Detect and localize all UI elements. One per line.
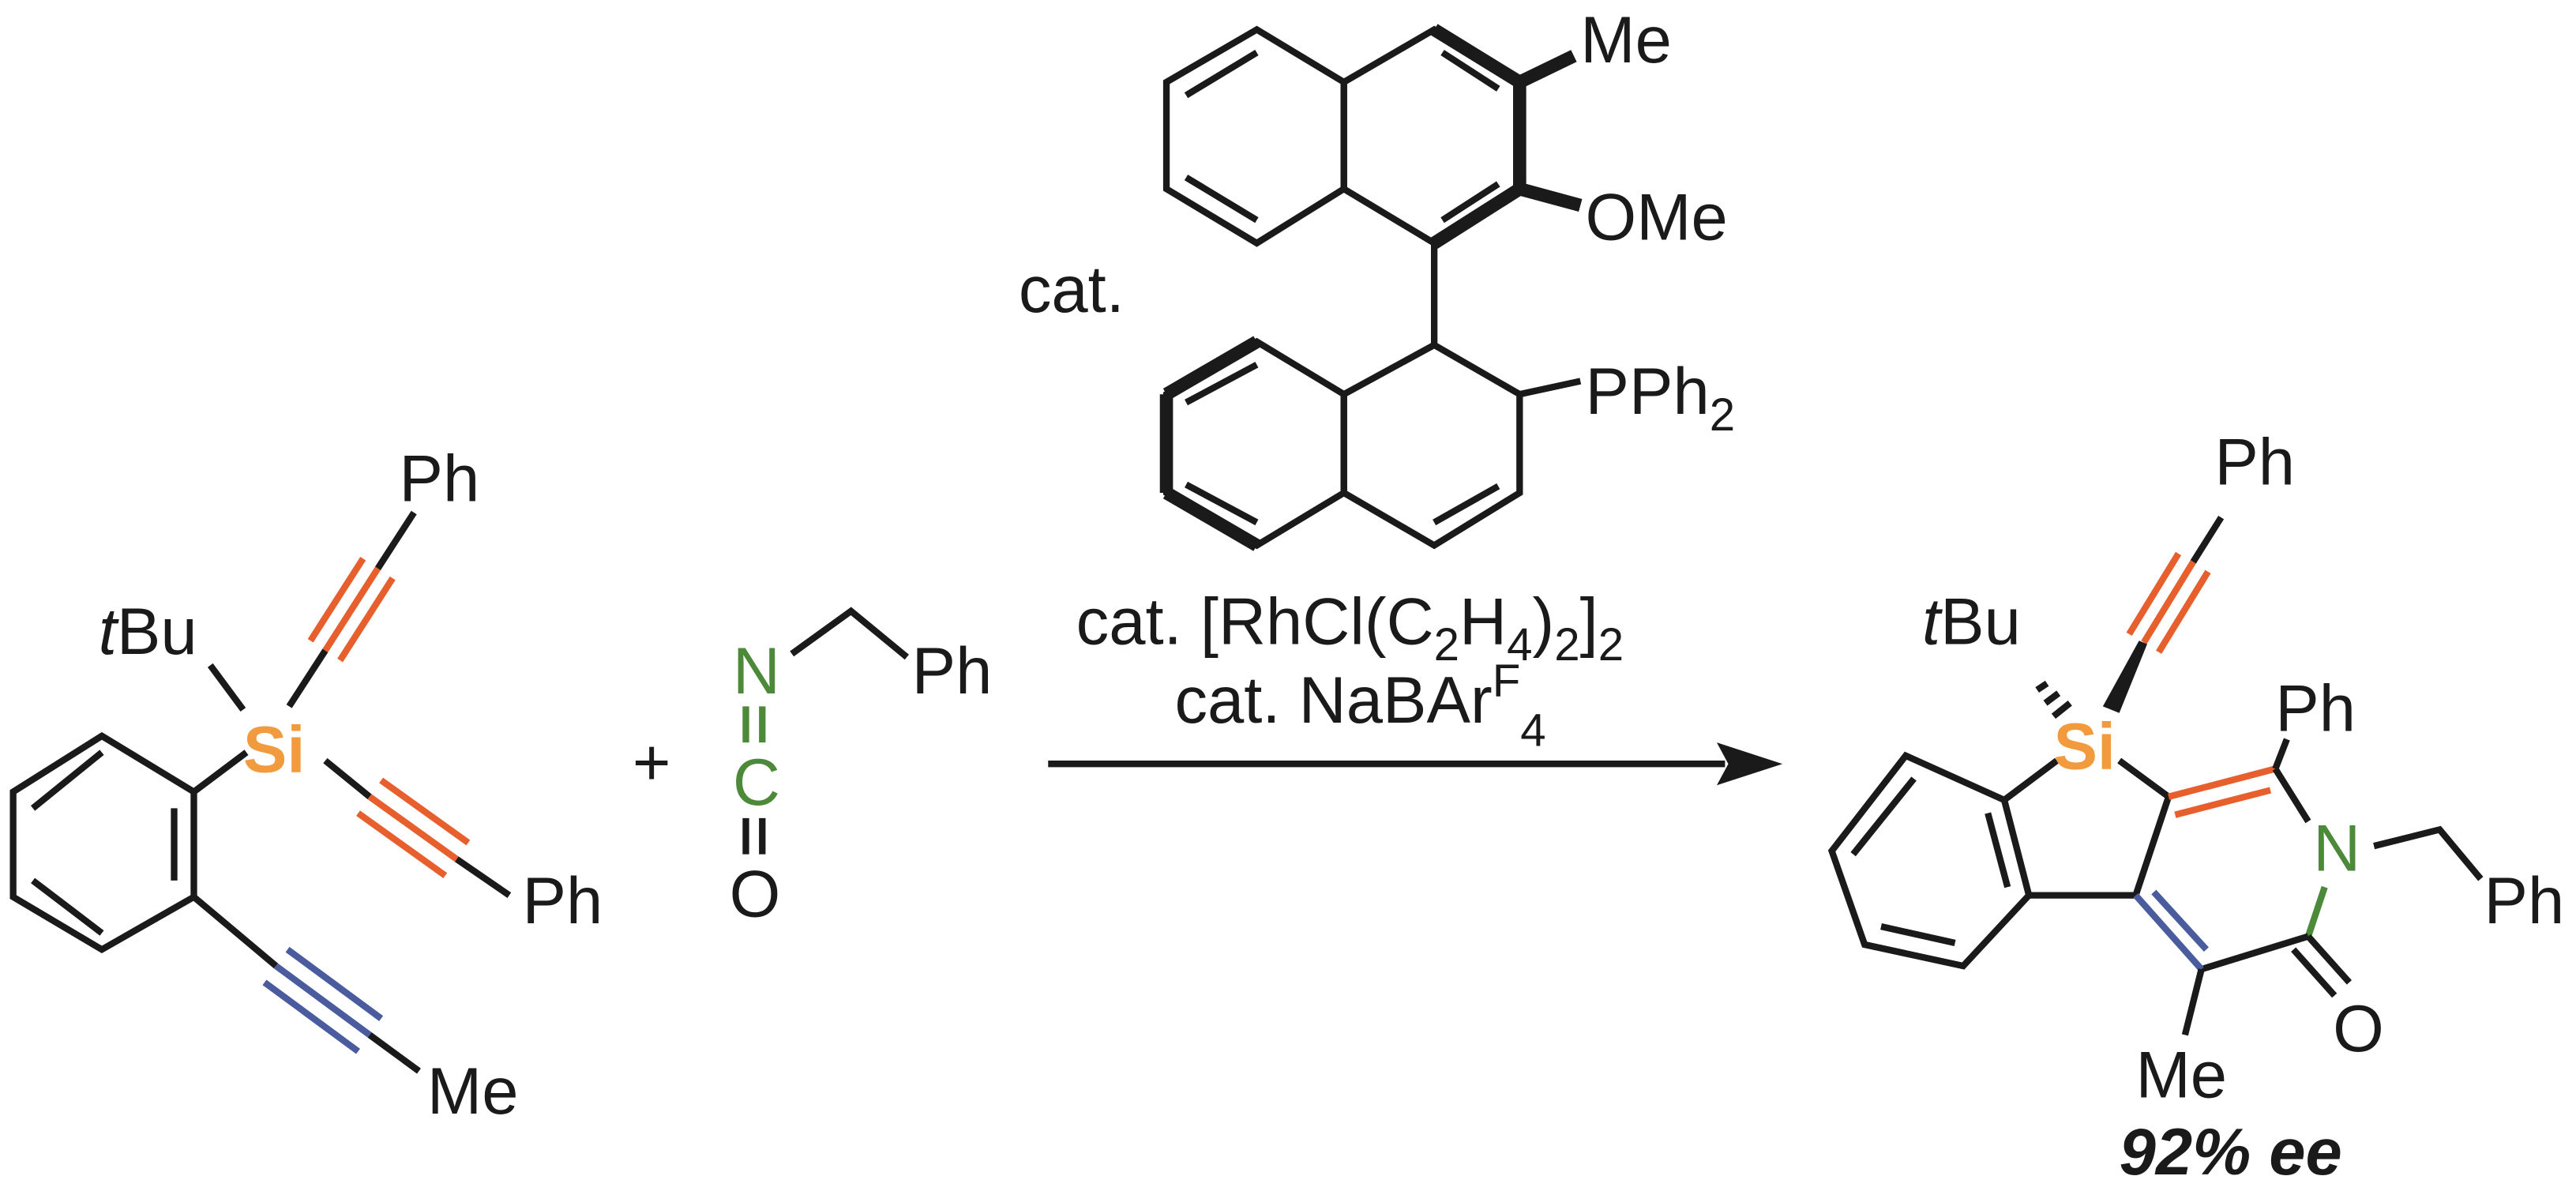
reactant-isocyanide: N C O Ph	[730, 607, 993, 931]
diphenylphosphino-label: PPh2	[1586, 355, 1736, 441]
methyl-label: Me	[1580, 3, 1672, 77]
phenyl-label: Ph	[2214, 426, 2295, 499]
arrow-head	[1716, 742, 1783, 786]
cat-label: cat.	[1019, 253, 1125, 326]
carbon-label: C	[733, 746, 780, 819]
wedge-bond	[2102, 641, 2148, 713]
methyl-label: Me	[427, 1054, 519, 1128]
oxygen-label: O	[2333, 992, 2384, 1065]
nitrogen-label: N	[2313, 811, 2360, 885]
product-silole: Ph N O Me Ph Si tBu Ph 92% ee	[1827, 426, 2565, 1189]
benzene-ring	[9, 731, 197, 954]
silicon-label: Si	[2053, 709, 2116, 783]
phenyl-label: Ph	[912, 634, 993, 708]
methoxy-label: OMe	[1586, 181, 1728, 254]
tbu-label: tBu	[99, 595, 197, 668]
nitrogen-label: N	[733, 634, 780, 708]
methyl-label: Me	[2135, 1038, 2227, 1111]
reactant-silane: tBu Si Ph Ph Me	[9, 441, 603, 1128]
phenyl-label: Ph	[400, 441, 480, 515]
oxygen-label: O	[730, 858, 781, 931]
chiral-ligand: cat. Me OMe PPh2	[1019, 3, 1736, 551]
hashed-bond	[2035, 680, 2072, 719]
plus-sign: +	[633, 726, 671, 799]
phenyl-label: Ph	[2484, 864, 2565, 937]
rhodium-catalyst: cat. [RhCl(C2H4)2]2	[1076, 584, 1624, 671]
phenyl-label: Ph	[523, 864, 603, 937]
enantiomeric-excess: 92% ee	[2120, 1115, 2342, 1189]
borate-additive: cat. NaBArF4	[1174, 656, 1545, 756]
silicon-label: Si	[243, 713, 306, 787]
tbu-label: tBu	[1922, 584, 2021, 658]
phenyl-label: Ph	[2275, 672, 2356, 746]
